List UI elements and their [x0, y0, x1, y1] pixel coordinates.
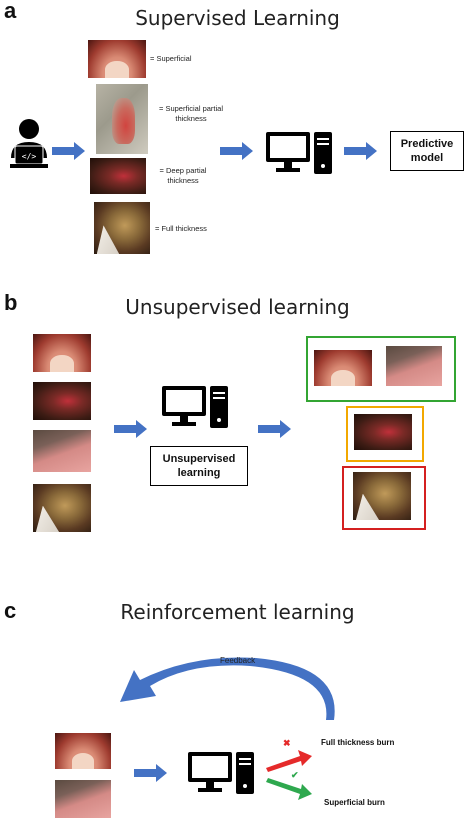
feedback-label: Feedback [220, 656, 256, 665]
input-image-2 [55, 780, 111, 818]
wrong-output-arrow [266, 750, 312, 772]
deep-partial-image [90, 158, 146, 194]
full-thickness-output: Full thickness burn [321, 738, 395, 747]
panel-a-title: Supervised Learning [135, 6, 340, 30]
cluster-red-image [353, 472, 411, 520]
cluster-red [342, 466, 426, 530]
arrow-to-computer-c [134, 764, 167, 782]
predictive-model-box: Predictive model [390, 131, 464, 171]
right-output-arrow [266, 778, 312, 800]
unlabeled-image-2 [33, 382, 91, 420]
arrow-to-labels [52, 142, 85, 160]
label-deep-partial: = Deep partial thickness [159, 166, 207, 185]
arrow-to-clusters [258, 420, 291, 438]
panel-b-title: Unsupervised learning [125, 295, 350, 319]
unsupervised-learning-box: Unsupervised learning [150, 446, 248, 486]
superficial-burn-image [88, 40, 146, 78]
full-thickness-image [94, 202, 150, 254]
computer-icon [162, 386, 228, 428]
arrow-to-computer-b [114, 420, 147, 438]
label-superficial: = Superficial [150, 54, 192, 63]
cluster-orange [346, 406, 424, 462]
superficial-partial-image [96, 84, 148, 154]
cluster-green-image-1 [314, 350, 372, 386]
label-full-thickness: = Full thickness [155, 224, 207, 233]
cluster-orange-image [354, 414, 412, 450]
panel-c-letter: c [4, 598, 17, 623]
unlabeled-image-1 [33, 334, 91, 372]
arrow-to-model [344, 142, 377, 160]
panel-c-title: Reinforcement learning [120, 600, 355, 624]
cluster-green-image-2 [386, 346, 442, 386]
panel-a-letter: a [4, 0, 17, 23]
programmer-icon: </> [10, 119, 48, 168]
cross-icon: ✖ [283, 738, 291, 748]
computer-icon [266, 132, 332, 174]
cluster-green [306, 336, 456, 402]
unlabeled-image-4 [33, 484, 91, 532]
input-image-1 [55, 733, 111, 769]
check-icon: ✔ [291, 770, 299, 780]
panel-b-letter: b [4, 290, 18, 315]
feedback-arrow [120, 657, 335, 720]
label-superficial-partial: = Superficial partial thickness [159, 104, 223, 123]
arrow-to-computer-a [220, 142, 253, 160]
computer-icon [188, 752, 254, 794]
svg-text:</>: </> [22, 152, 37, 161]
unlabeled-image-3 [33, 430, 91, 472]
superficial-output: Superficial burn [324, 798, 385, 807]
